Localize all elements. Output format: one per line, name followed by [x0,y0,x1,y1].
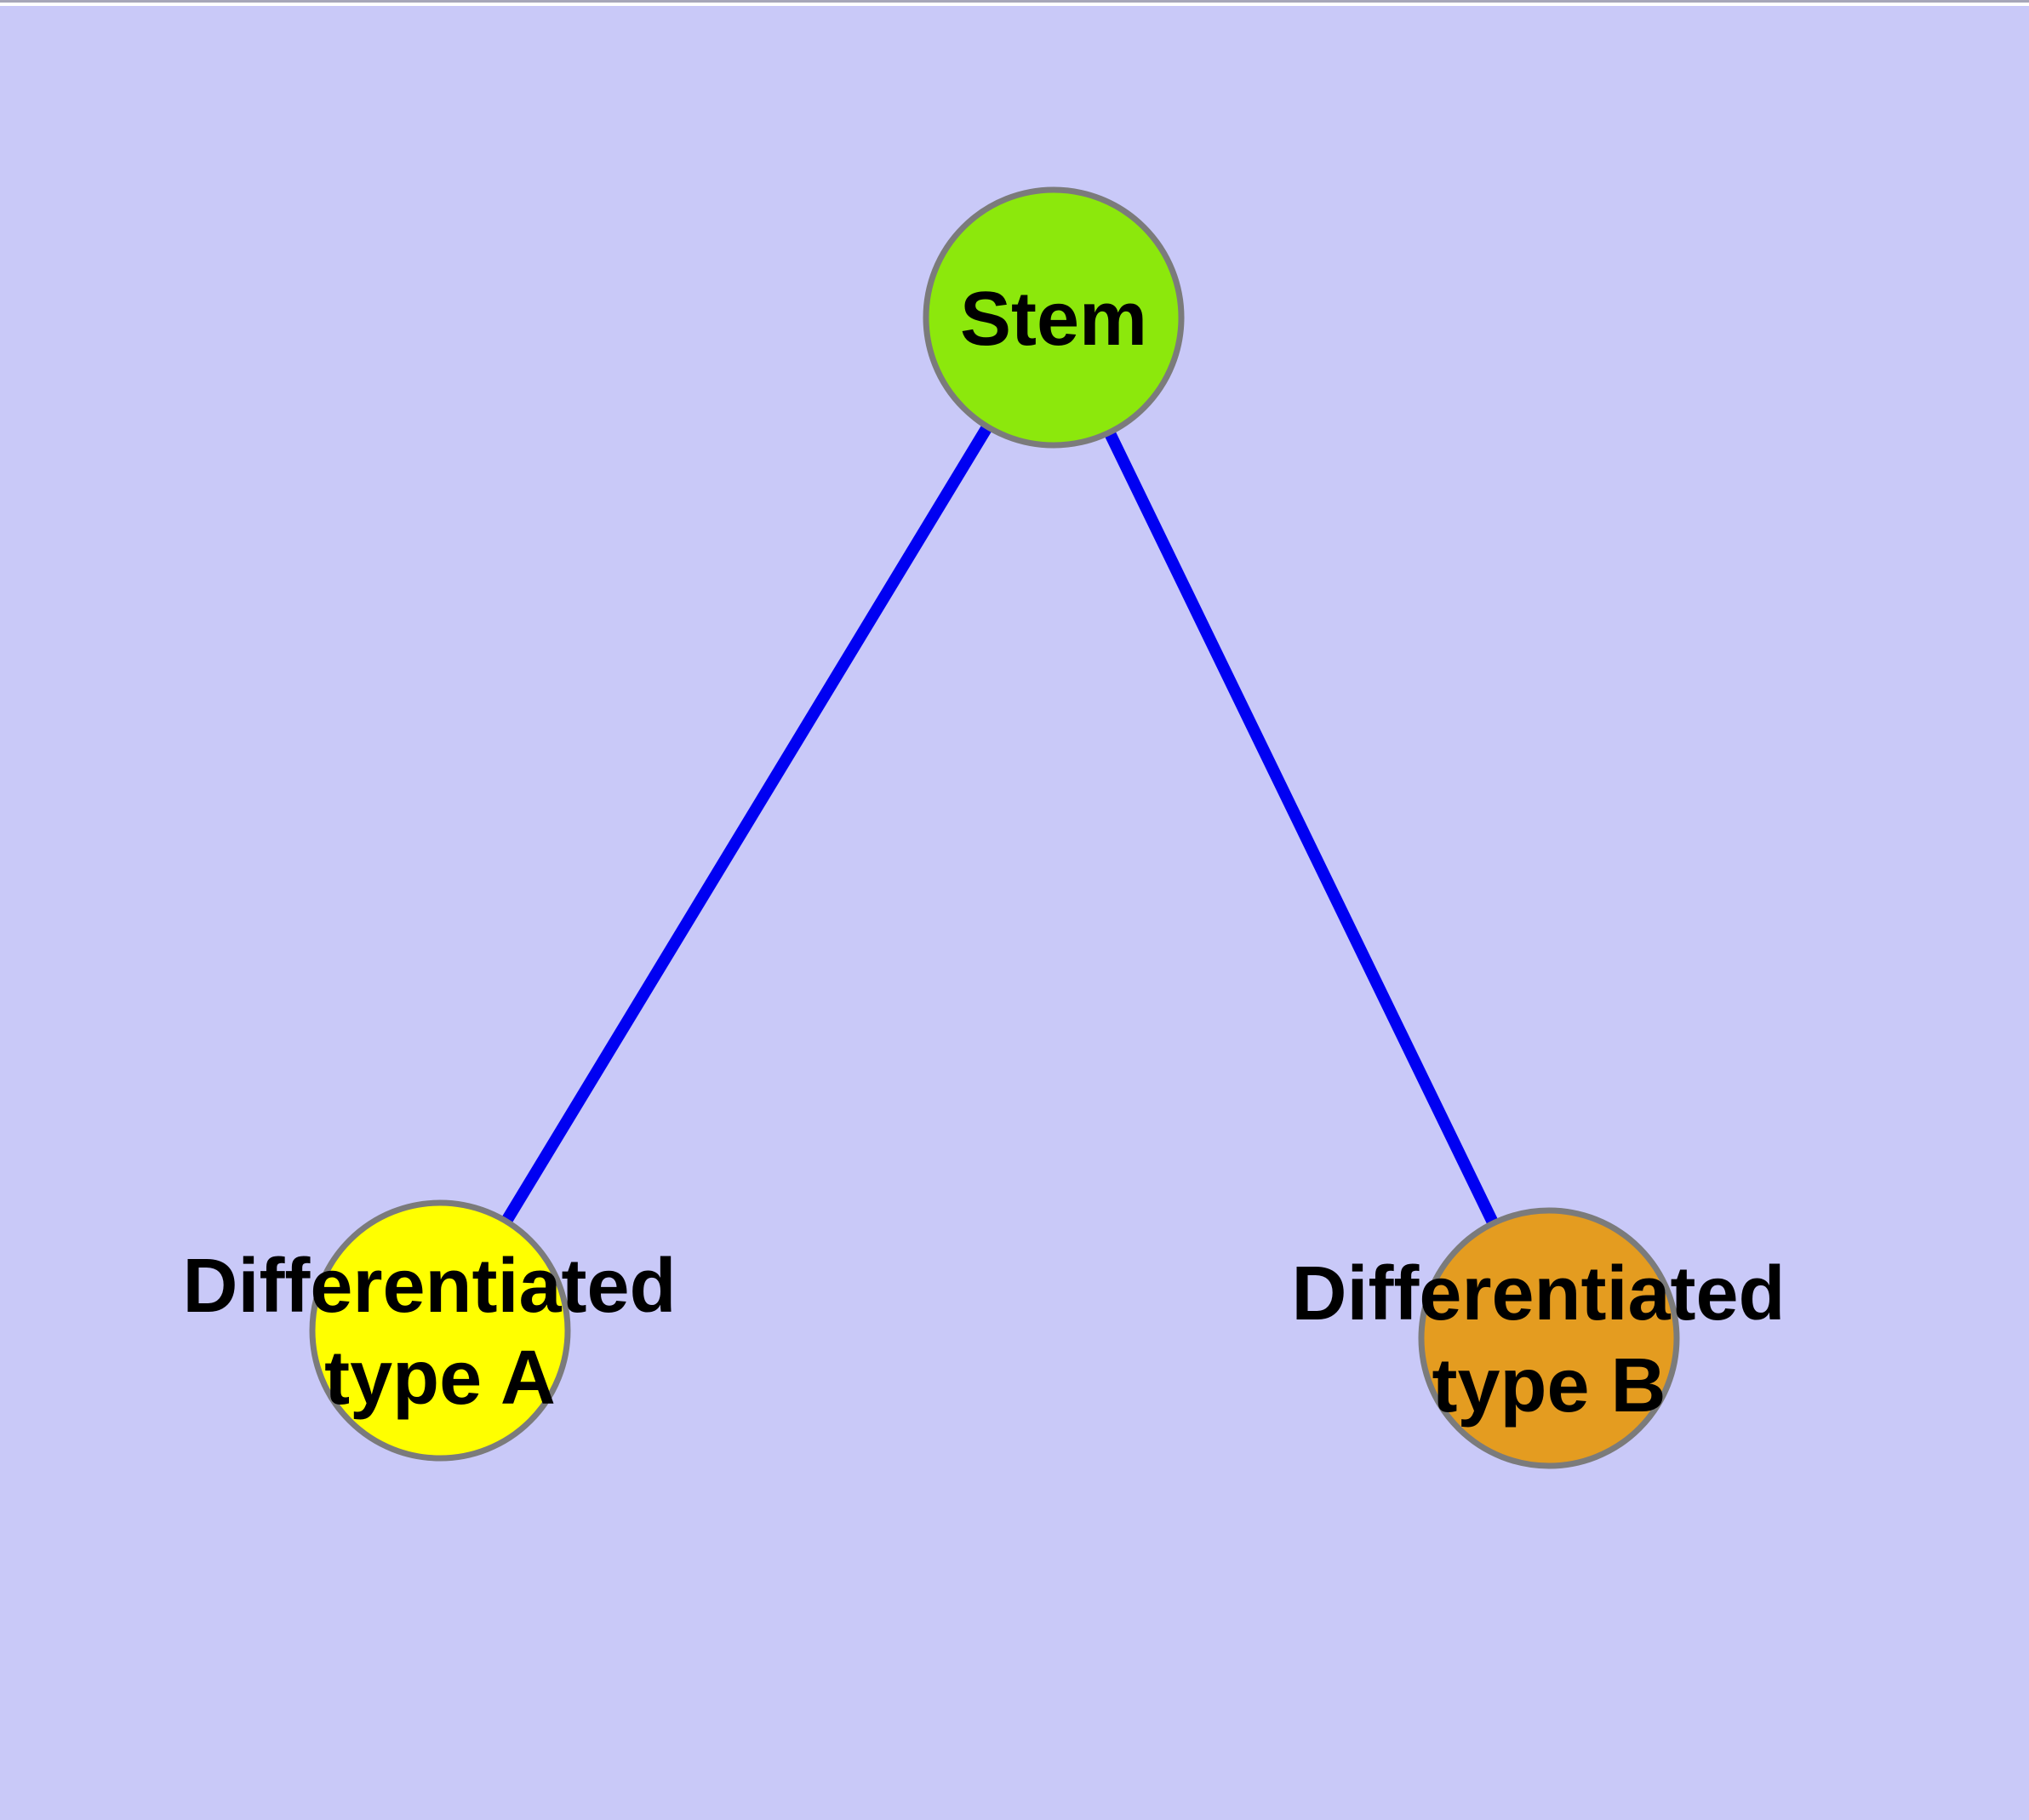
node-type-b-label-line2: type B [1432,1343,1666,1428]
node-stem-label: Stem [960,277,1147,362]
node-type-a-label-line1: Differentiated [182,1244,676,1329]
node-type-b-label-line1: Differentiated [1291,1251,1785,1336]
node-type-b-label: Differentiated type B [1291,1251,1806,1428]
edge-stem-to-type-a [435,314,1059,1334]
edge-stem-to-type-b [1048,314,1555,1342]
node-stem-circle [923,186,1185,449]
node-type-a-label-line2: type A [324,1336,556,1421]
node-type-a-circle [309,1199,571,1462]
node-type-b-circle [1418,1207,1680,1469]
top-hairline [0,0,2029,3]
node-type-a-label: Differentiated type A [182,1244,697,1421]
